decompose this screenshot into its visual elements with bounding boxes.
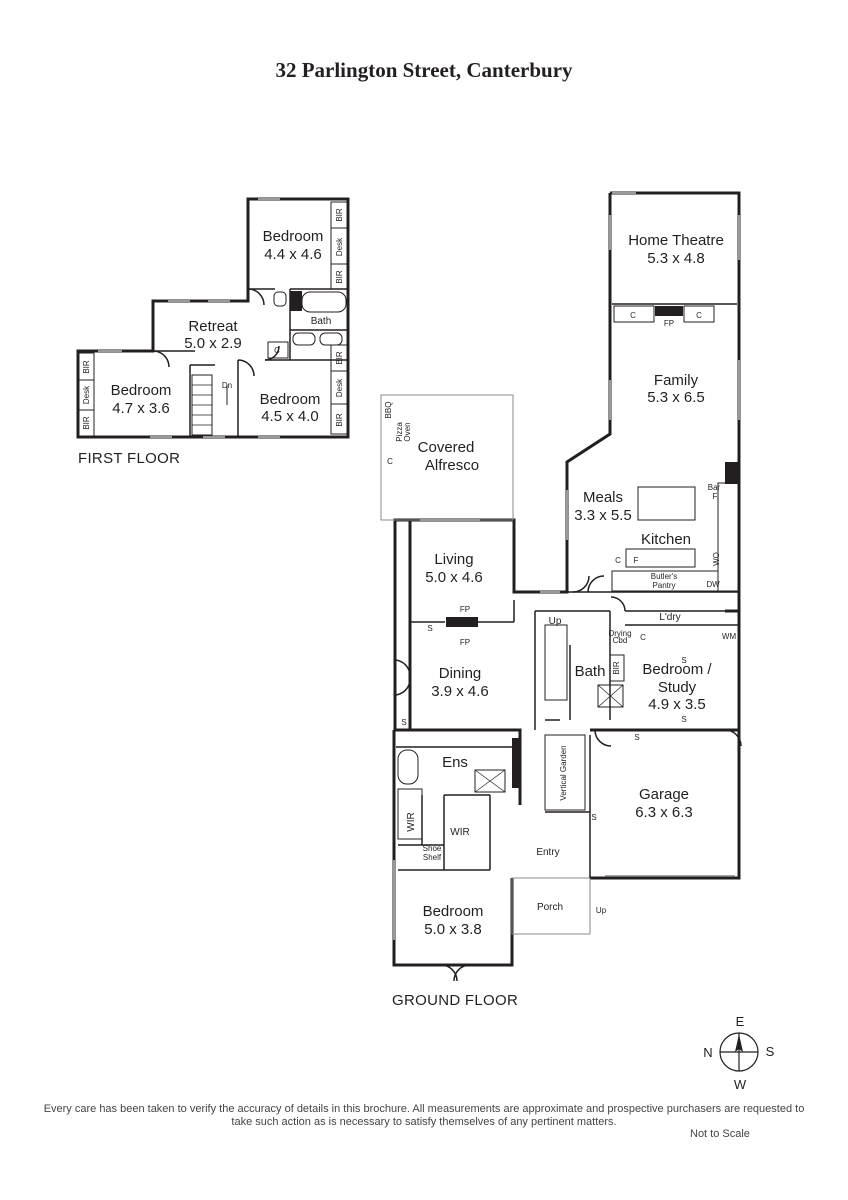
ground-floor-blocks — [446, 306, 738, 788]
disclaimer: Every care has been taken to verify the … — [43, 1103, 805, 1128]
ff-cupboard: C — [274, 346, 280, 355]
ff-bath-name: Bath — [311, 316, 332, 327]
ground-floor-interior — [380, 303, 742, 982]
washing-machine: WM — [722, 632, 737, 641]
drying-line1: Drying — [608, 629, 631, 638]
first-floor-interior — [78, 201, 348, 437]
scale-note: Not to Scale — [690, 1128, 750, 1140]
stairs-up: Up — [549, 616, 562, 627]
entry-name: Entry — [536, 847, 559, 858]
ensuite-name: Ens — [442, 754, 468, 771]
ff-desk-1: Desk — [335, 237, 344, 256]
ff-stairs-dn: Dn — [222, 381, 232, 390]
compass-e: E — [736, 1014, 745, 1029]
living-fireplace: FP — [460, 605, 470, 614]
porch-up: Up — [596, 906, 607, 915]
ff-retreat-size: 5.0 x 2.9 — [184, 335, 242, 352]
wall-oven: WO — [712, 552, 721, 566]
ff-bedroom2-size: 4.7 x 3.6 — [112, 400, 170, 417]
pizza-oven-1: Pizza — [395, 422, 404, 442]
compass-n: N — [703, 1045, 712, 1060]
family-name: Family — [654, 372, 699, 389]
bed-study-line2: Study — [658, 679, 697, 696]
bed-study-line1: Bedroom / — [642, 661, 712, 678]
ff-bedroom3-size: 4.5 x 4.0 — [261, 408, 319, 425]
butlers-line2: Pantry — [652, 581, 675, 590]
compass-s: S — [766, 1044, 775, 1059]
dining-fireplace: FP — [460, 638, 470, 647]
bed-study-size: 4.9 x 3.5 — [648, 696, 706, 713]
wir-label-2: WIR — [450, 827, 469, 838]
garage-size: 6.3 x 6.3 — [635, 804, 693, 821]
ff-bedroom3-name: Bedroom — [260, 391, 321, 408]
bar-fridge: F — [713, 492, 718, 501]
first-floor-label: FIRST FLOOR — [78, 450, 181, 467]
wir-label-1: WIR — [406, 812, 417, 831]
shoe-line2: Shelf — [423, 853, 442, 862]
laundry-name: L'dry — [659, 612, 680, 623]
vertical-garden-label: Vertical Garden — [559, 745, 568, 800]
laundry-cupboard: C — [640, 633, 646, 642]
living-storage: S — [427, 624, 432, 633]
living-size: 5.0 x 4.6 — [425, 569, 483, 586]
home-theatre-name: Home Theatre — [628, 232, 724, 249]
bath-bir: BIR — [612, 661, 621, 675]
kitchen-cupboard: C — [615, 556, 621, 565]
alfresco-line2: Alfresco — [425, 457, 479, 474]
dining-size: 3.9 x 4.6 — [431, 683, 489, 700]
drying-line2: Cbd — [613, 636, 628, 645]
home-theatre-size: 5.3 x 4.8 — [647, 250, 705, 267]
compass-w: W — [734, 1077, 747, 1092]
ff-bedroom1-name: Bedroom — [263, 228, 324, 245]
shoe-line1: Shoe — [423, 844, 442, 853]
ff-desk-3: Desk — [82, 385, 91, 404]
ff-bir-5: BIR — [82, 360, 91, 374]
garage-name: Garage — [639, 786, 689, 803]
ff-bir-6: BIR — [82, 416, 91, 430]
bbq-label: BBQ — [384, 402, 393, 419]
bath-name: Bath — [575, 663, 606, 680]
garage-storage-2: S — [591, 813, 596, 822]
alfresco-cupboard: C — [387, 457, 393, 466]
ground-floor-windows — [393, 192, 740, 940]
dishwasher: DW — [706, 580, 720, 589]
kitchen-name: Kitchen — [641, 531, 691, 548]
theatre-cupboard-1: C — [630, 311, 636, 320]
plan-title: 32 Parlington Street, Canterbury — [275, 58, 573, 82]
chimney-block — [290, 291, 302, 311]
gf-bedroom-size: 5.0 x 3.8 — [424, 921, 482, 938]
gf-bedroom-name: Bedroom — [423, 903, 484, 920]
ff-bedroom2-name: Bedroom — [111, 382, 172, 399]
butlers-line1: Butler's — [651, 572, 677, 581]
ground-floor-label: GROUND FLOOR — [392, 992, 519, 1009]
ff-bedroom1-size: 4.4 x 4.6 — [264, 246, 322, 263]
ff-bir-1: BIR — [335, 208, 344, 222]
garage-storage-1: S — [634, 733, 639, 742]
alfresco-line1: Covered — [418, 439, 475, 456]
compass-needle — [735, 1034, 743, 1052]
ff-bir-2: BIR — [335, 270, 344, 284]
meals-size: 3.3 x 5.5 — [574, 507, 632, 524]
dining-name: Dining — [439, 665, 482, 682]
bar-label: Bar — [708, 483, 721, 492]
study-storage-2: S — [681, 715, 686, 724]
pizza-oven-2: Oven — [403, 422, 412, 441]
ff-bir-4: BIR — [335, 413, 344, 427]
study-storage-1: S — [681, 656, 686, 665]
theatre-cupboard-2: C — [696, 311, 702, 320]
kitchen-fridge: F — [634, 556, 639, 565]
porch-name: Porch — [537, 902, 563, 913]
ff-retreat-name: Retreat — [188, 318, 238, 335]
family-size: 5.3 x 6.5 — [647, 389, 705, 406]
theatre-fireplace: FP — [664, 319, 674, 328]
ff-bir-3: BIR — [335, 351, 344, 365]
dining-storage: S — [401, 718, 406, 727]
meals-name: Meals — [583, 489, 623, 506]
living-name: Living — [434, 551, 473, 568]
first-floor-windows — [98, 198, 280, 438]
ff-desk-2: Desk — [335, 378, 344, 397]
